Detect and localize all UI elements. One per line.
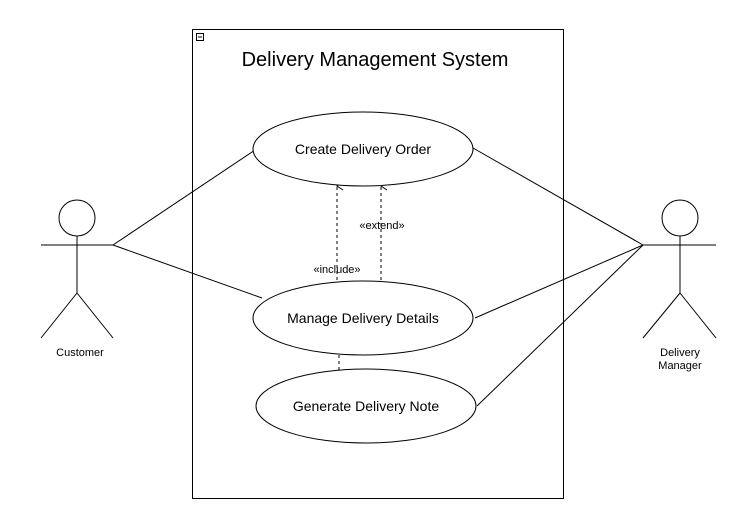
actor-right-leg	[76, 292, 114, 339]
use-case-manage-delivery-details[interactable]: Manage Delivery Details	[252, 280, 474, 356]
actor-head	[661, 199, 699, 237]
actor-head	[58, 199, 96, 237]
actor-customer[interactable]: Customer	[40, 199, 114, 359]
association-manager-create-order	[472, 147, 644, 246]
actor-right-leg	[679, 292, 717, 339]
actor-label-delivery-manager-line1: Delivery	[660, 347, 700, 359]
use-case-generate-delivery-note[interactable]: Generate Delivery Note	[255, 368, 477, 444]
extend-label: «extend»	[359, 220, 404, 232]
include-label: «include»	[313, 264, 360, 276]
actor-label-delivery-manager-line2: Manager	[658, 360, 702, 372]
association-manager-generate-note	[476, 244, 644, 407]
minus-box-icon[interactable]	[196, 33, 204, 41]
actor-delivery-manager[interactable]: Delivery Manager	[642, 199, 717, 372]
actor-label-customer: Customer	[56, 347, 104, 359]
use-case-label: Create Delivery Order	[295, 141, 431, 157]
actor-left-leg	[642, 292, 681, 339]
use-case-label: Manage Delivery Details	[287, 310, 439, 326]
association-manager-manage-details	[474, 244, 644, 319]
actor-left-leg	[40, 292, 78, 339]
association-customer-create-order	[112, 149, 256, 246]
association-customer-manage-details	[112, 244, 263, 299]
use-case-label: Generate Delivery Note	[293, 398, 440, 414]
system-title: Delivery Management System	[242, 49, 509, 71]
use-case-create-delivery-order[interactable]: Create Delivery Order	[252, 111, 474, 187]
